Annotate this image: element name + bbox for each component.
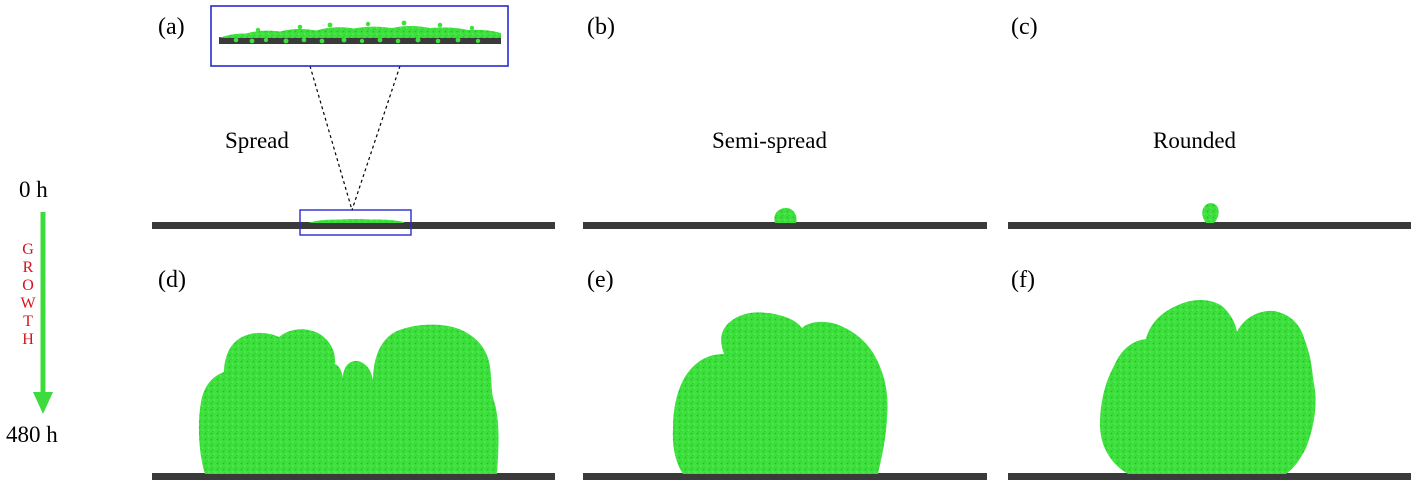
- colony-rounded: [1100, 300, 1316, 474]
- spread-cell-layer: [308, 219, 404, 223]
- zoom-line-right: [351, 65, 401, 211]
- substrate-a: [152, 222, 555, 229]
- growth-letter: T: [23, 313, 33, 330]
- inset-source-box: [299, 209, 412, 236]
- growth-letter: R: [22, 259, 34, 276]
- substrate-b: [583, 222, 987, 229]
- end-time-label: 480 h: [6, 422, 58, 447]
- substrate-d: [152, 473, 555, 480]
- panel-label-a: (a): [158, 14, 185, 40]
- zoom-line-left: [309, 65, 353, 211]
- growth-letter: H: [22, 331, 34, 348]
- substrate-e: [583, 473, 987, 480]
- growth-letter: G: [22, 241, 34, 258]
- colony-semi-spread: [672, 312, 888, 474]
- growth-label: G R O W T H: [20, 241, 36, 349]
- growth-letter: O: [22, 277, 34, 294]
- growth-arrow: [33, 212, 53, 414]
- panel-label-b: (b): [587, 14, 615, 40]
- substrate-f: [1008, 473, 1411, 480]
- panel-title-rounded: Rounded: [1153, 128, 1237, 153]
- growth-letter: W: [20, 295, 36, 312]
- panel-label-d: (d): [158, 267, 186, 293]
- semi-spread-cell: [774, 208, 797, 223]
- zoom-inset: [210, 5, 509, 67]
- panel-label-f: (f): [1011, 267, 1035, 293]
- panel-label-e: (e): [587, 267, 614, 293]
- panel-title-semi-spread: Semi-spread: [712, 128, 827, 153]
- panel-title-spread: Spread: [225, 128, 289, 153]
- rounded-cell: [1202, 203, 1219, 223]
- colony-spread: [198, 324, 499, 474]
- start-time-label: 0 h: [19, 177, 48, 202]
- substrate-c: [1008, 222, 1411, 229]
- panel-label-c: (c): [1011, 14, 1038, 40]
